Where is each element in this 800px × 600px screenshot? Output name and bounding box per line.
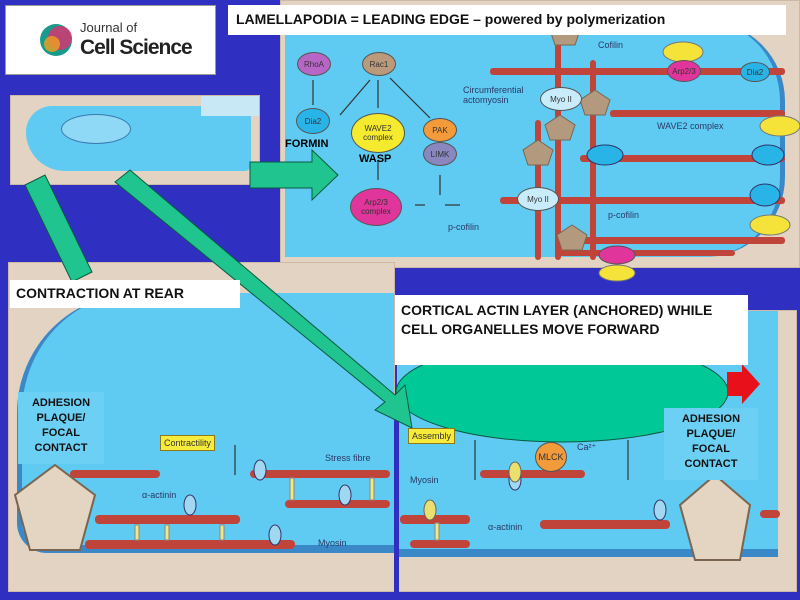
lamellipodia-title: LAMELLAPODIA = LEADING EDGE – powered by… [228,5,786,35]
front-adhesion-label: ADHESION PLAQUE/FOCAL CONTACT [664,408,758,480]
circumferential-label: Circumferential actomyosin [463,85,524,105]
cell-thumbnail [10,95,260,185]
front-alpha-actinin-label: α-actinin [488,522,523,532]
node-myo-ii-1: Myo II [540,87,582,111]
adhesion-line: CONTACT [684,458,738,470]
forward-arrow [727,364,760,404]
adhesion-line: FOCAL [692,443,730,455]
p-cofilin-label-2: p-cofilin [608,210,640,220]
rear-adhesion-label: ADHESION PLAQUE/FOCAL CONTACT [18,392,104,464]
front-myosin-label: Myosin [410,475,439,485]
front-title: CORTICAL ACTIN LAYER (ANCHORED) WHILE CE… [395,295,748,365]
node-rhoa: RhoA [297,52,331,76]
assembly-label: Assembly [408,428,456,444]
node-arp23-edge: Arp2/3 [667,60,701,82]
node-limk: LIMK [423,142,457,166]
adhesion-line: ADHESION [31,397,91,409]
rear-title: CONTRACTION AT REAR [10,280,240,308]
adhesion-line: FOCAL [42,427,80,439]
stress-fibre-label: Stress fibre [325,453,371,463]
wasp-label: WASP [359,153,392,165]
adhesion-pentagons [13,463,752,561]
node-dia2-edge: Dia2 [740,62,770,82]
myosin-label: Myosin [318,538,347,548]
adhesion-line: CONTACT [34,442,88,454]
node-wave2: WAVE2 complex [351,113,405,153]
mlck-node: MLCK [535,442,567,472]
logo-line2: Cell Science [80,36,193,59]
edge-proteins [586,41,800,282]
node-myo-ii-2: Myo II [517,187,559,211]
alpha-actinin-label: α-actinin [142,490,177,500]
calcium-label: Ca²⁺ [577,442,597,452]
node-dia2: Dia2 [296,108,330,134]
node-pak: PAK [423,118,457,142]
adhesion-line: PLAQUE/ [686,428,736,440]
adhesion-line: PLAQUE/ [36,412,86,424]
node-rac1: Rac1 [362,52,396,76]
p-cofilin-label: p-cofilin [448,222,480,232]
adhesion-line: ADHESION [681,413,741,425]
contractility-label: Contractility [160,435,216,451]
node-arp23: Arp2/3 complex [350,188,402,226]
logo-mark-icon [40,24,72,56]
cofilin-label: Cofilin [598,40,624,50]
journal-logo: Journal of Cell Science [5,5,216,75]
logo-line1: Journal of [80,20,138,35]
wave2-edge-label: WAVE2 complex [657,121,724,131]
formin-label: FORMIN [285,138,329,150]
green-arrows [24,148,413,429]
